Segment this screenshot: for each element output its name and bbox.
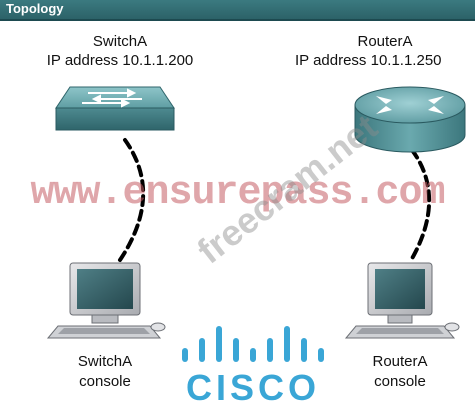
cisco-logo-icon: CISCO [182, 326, 324, 406]
watermark-ensurepass: www.ensurepass.com [30, 171, 445, 216]
switch-console-cable [118, 138, 146, 262]
cisco-logo-text: CISCO [186, 367, 320, 406]
router-ip-label: IP address 10.1.1.250 [295, 52, 442, 69]
router-console-label-line1: RouterA [372, 353, 428, 370]
switch-ip-label: IP address 10.1.1.200 [46, 52, 194, 69]
diagram-title: Topology [6, 1, 64, 16]
switch-name-label: SwitchA [92, 33, 148, 50]
switch-console-label-line1: SwitchA [77, 353, 133, 370]
switch-console-pc-icon [46, 262, 166, 339]
router-console-pc-icon [344, 262, 460, 339]
router-icon [354, 86, 466, 153]
switch-console-label-line2: console [79, 373, 131, 390]
router-console-cable [408, 148, 431, 264]
title-bar: Topology [0, 0, 475, 21]
switch-icon [55, 86, 175, 131]
router-name-label: RouterA [357, 33, 413, 50]
router-console-label-line2: console [374, 373, 426, 390]
